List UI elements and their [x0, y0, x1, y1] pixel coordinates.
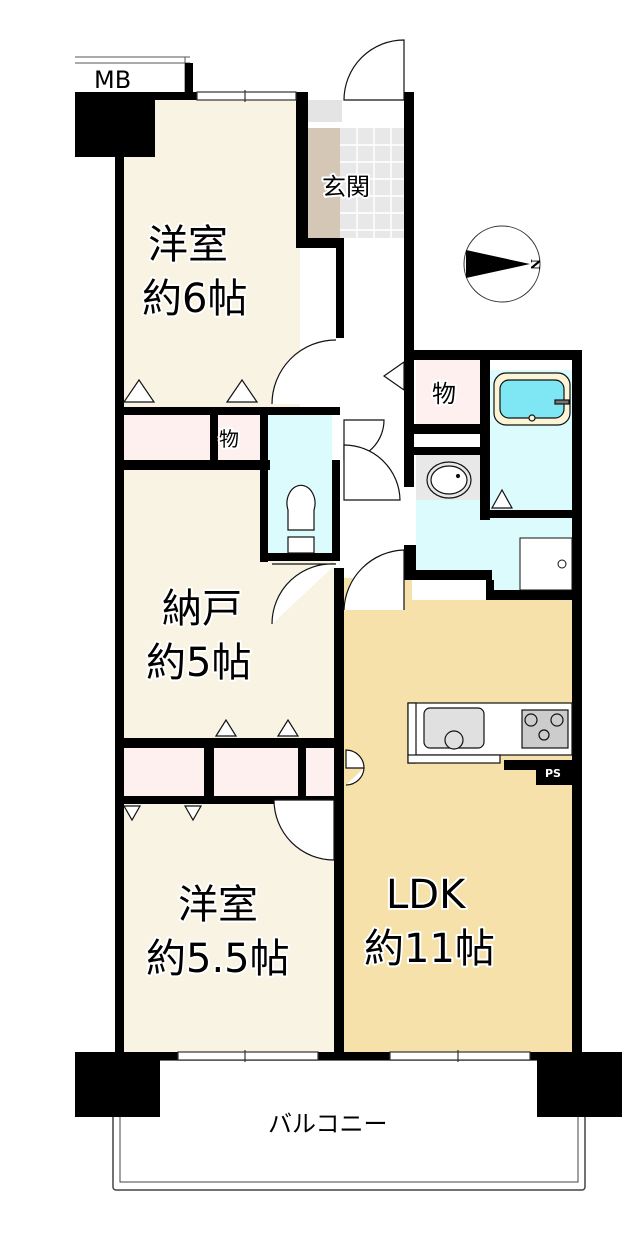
entrance-label: 玄関	[322, 173, 370, 201]
pipe-space-label: PS	[545, 767, 561, 780]
bedroom2-name: 洋室	[178, 882, 258, 928]
washbasin	[426, 461, 472, 499]
ldk-floor	[344, 578, 574, 1055]
toilet-fixture	[286, 484, 316, 554]
storage2-label: 物	[432, 380, 456, 408]
storeroom-size: 約5帖	[146, 640, 251, 686]
doors	[271, 39, 405, 861]
entrance-tile	[306, 100, 408, 238]
storage1-label: 物	[219, 427, 239, 451]
closet3	[214, 748, 298, 796]
closet2	[122, 748, 204, 796]
bedroom1-name: 洋室	[148, 222, 228, 268]
ldk-name: LDK	[386, 872, 467, 918]
closet4	[306, 748, 334, 796]
entrance-step	[308, 128, 340, 238]
windows	[177, 90, 531, 1062]
meter-box-label: MB	[94, 66, 131, 94]
kitchen-counter	[407, 702, 573, 764]
toilet-floor	[268, 415, 332, 553]
storage2-floor	[416, 360, 480, 424]
washer-drain	[557, 559, 567, 569]
bedroom1-size: 約6帖	[142, 276, 247, 322]
ldk-size: 約11帖	[364, 926, 495, 972]
balcony-label: バルコニー	[268, 1110, 388, 1138]
bathtub	[493, 372, 571, 426]
storeroom-name: 納戸	[162, 586, 242, 632]
meter-box	[75, 56, 190, 92]
storage1-floor	[218, 415, 260, 460]
bedroom2-size: 約5.5帖	[146, 936, 290, 982]
north-arrow-icon: N	[463, 225, 542, 303]
walls	[75, 63, 622, 1117]
closet1	[122, 415, 210, 460]
svg-text:N: N	[528, 259, 542, 270]
closet-door-markers	[122, 378, 514, 822]
